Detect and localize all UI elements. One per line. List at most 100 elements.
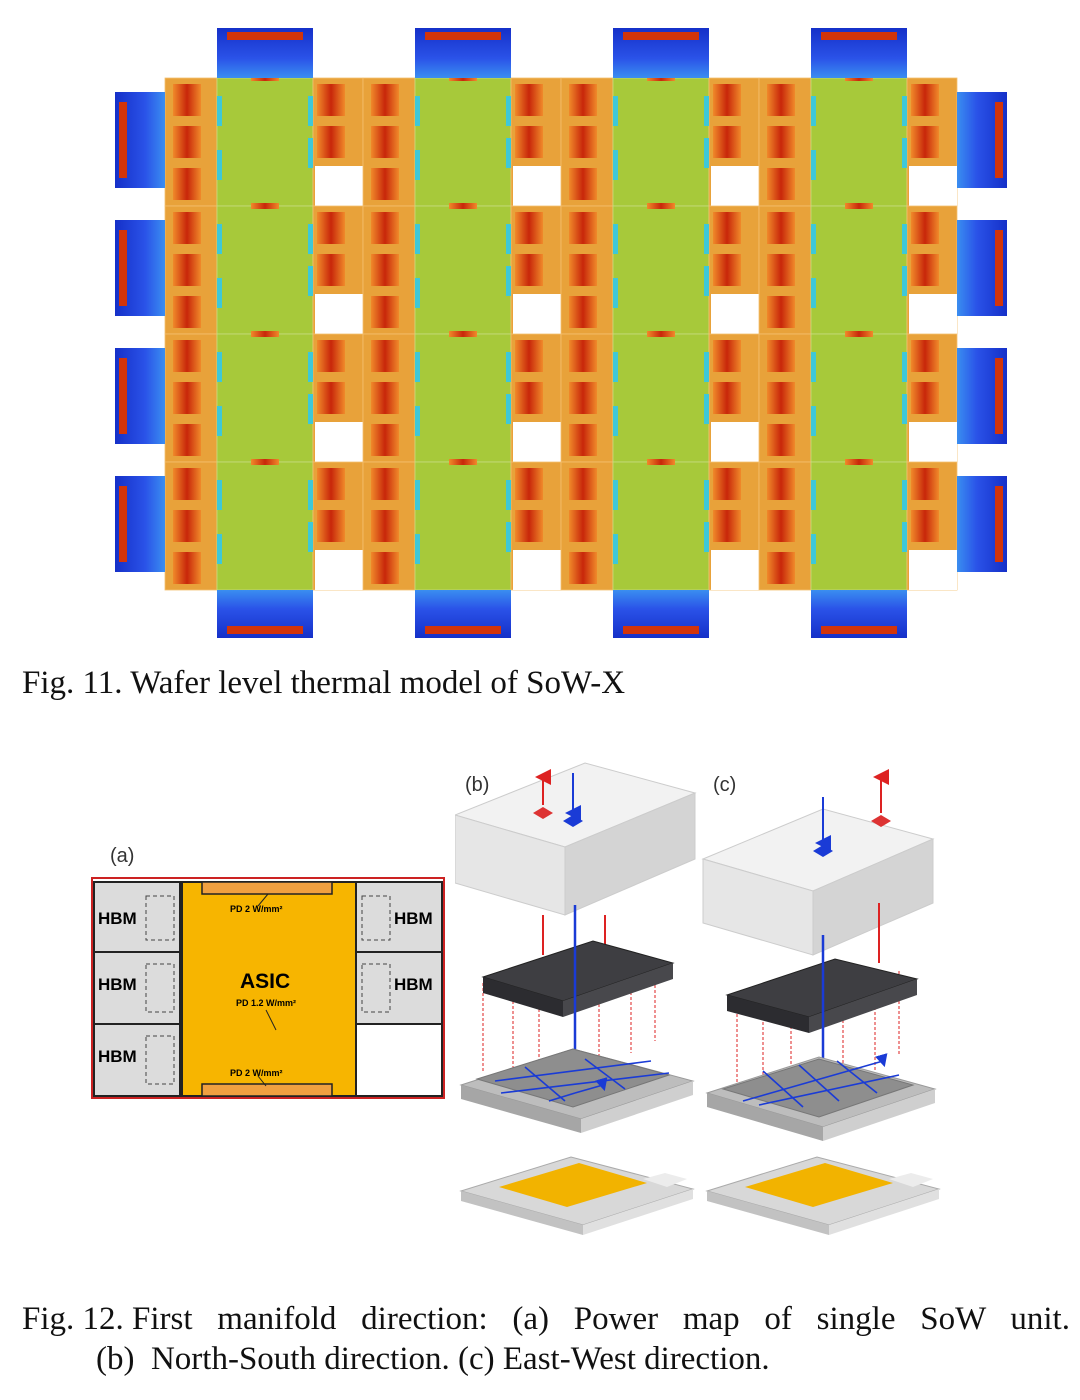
thermal-cell	[315, 166, 363, 206]
thermal-cell	[612, 333, 710, 463]
thermal-cell	[317, 510, 345, 542]
thermal-cell	[173, 168, 201, 200]
thermal-cell	[902, 96, 907, 126]
thermal-cell	[506, 394, 511, 424]
thermal-cell	[415, 352, 420, 382]
power-map-panel: (a) HBM HBM HBM PD 2 W/mm² ASIC PD 1.2 W…	[90, 840, 450, 1107]
thermal-cell	[704, 394, 709, 424]
thermal-cell	[767, 212, 795, 244]
thermal-cell	[173, 552, 201, 584]
thermal-cell	[811, 406, 816, 436]
thermal-cell	[569, 382, 597, 414]
panel-b-label: (b)	[465, 774, 489, 796]
thermal-cell	[371, 296, 399, 328]
thermal-cell	[506, 352, 511, 382]
thermal-cell	[119, 358, 127, 434]
figure-11-caption: Fig. 11. Wafer level thermal model of So…	[22, 665, 626, 701]
thermal-cell	[613, 96, 618, 126]
thermal-cell	[704, 352, 709, 382]
thermal-cell	[415, 278, 420, 308]
thermal-cell	[767, 296, 795, 328]
thermal-cell	[902, 522, 907, 552]
thermal-cell	[227, 32, 303, 40]
asic-block	[181, 881, 357, 1097]
thermal-cell	[251, 459, 279, 465]
thermal-cell	[506, 224, 511, 254]
thermal-cell	[811, 278, 816, 308]
thermal-cell	[704, 480, 709, 510]
thermal-cell	[647, 459, 675, 465]
thermal-cell	[911, 382, 939, 414]
thermal-cell	[317, 212, 345, 244]
thermal-cell	[414, 77, 512, 207]
thermal-cell	[251, 331, 279, 337]
thermal-cell	[647, 203, 675, 209]
thermal-cell	[767, 126, 795, 158]
thermal-cell	[569, 468, 597, 500]
thermal-cell	[569, 84, 597, 116]
hbm-right-column: HBM HBM	[355, 881, 443, 1097]
thermal-cell	[569, 126, 597, 158]
thermal-cell	[308, 138, 313, 168]
thermal-cell	[811, 534, 816, 564]
thermal-cell	[515, 84, 543, 116]
thermal-cell	[995, 486, 1003, 562]
thermal-cell	[767, 424, 795, 456]
thermal-cell	[845, 203, 873, 209]
thermal-cell	[811, 480, 816, 510]
hbm-label: HBM	[394, 975, 433, 994]
thermal-cell	[704, 96, 709, 126]
thermal-cell	[810, 77, 908, 207]
thermal-cell	[216, 205, 314, 335]
manifold-exploded-views: (b)	[455, 762, 941, 1235]
figure-12-caption-line2: (b) North-South direction. (c) East-West…	[96, 1341, 770, 1377]
thermal-cell	[909, 422, 957, 462]
thermal-cell	[845, 331, 873, 337]
pd-center-label: PD 1.2 W/mm²	[236, 998, 296, 1008]
thermal-cell	[415, 150, 420, 180]
thermal-cell	[506, 138, 511, 168]
thermal-cell	[308, 266, 313, 296]
thermal-cell	[612, 205, 710, 335]
thermal-cell	[371, 254, 399, 286]
wafer-thermal-map	[115, 28, 1007, 638]
thermal-cell	[371, 382, 399, 414]
thermal-cell	[902, 394, 907, 424]
thermal-cell	[216, 333, 314, 463]
thermal-cell	[911, 254, 939, 286]
thermal-cell	[308, 394, 313, 424]
thermal-cell	[704, 522, 709, 552]
thermal-cell	[811, 96, 816, 126]
thermal-cell	[317, 126, 345, 158]
thermal-cell	[315, 550, 363, 590]
thermal-cell	[308, 522, 313, 552]
thermal-cell	[767, 84, 795, 116]
thermal-cell	[623, 32, 699, 40]
thermal-cell	[911, 340, 939, 372]
thermal-cell	[713, 510, 741, 542]
thermal-cell	[415, 224, 420, 254]
thermal-cell	[569, 340, 597, 372]
thermal-cell	[711, 294, 759, 334]
thermal-cell	[911, 510, 939, 542]
hbm-label: HBM	[98, 909, 137, 928]
thermal-cell	[569, 424, 597, 456]
thermal-cell	[217, 224, 222, 254]
thermal-cell	[711, 422, 759, 462]
thermal-cell	[613, 534, 618, 564]
thermal-cell	[613, 480, 618, 510]
thermal-cell	[513, 422, 561, 462]
thermal-cell	[173, 340, 201, 372]
thermal-cell	[173, 84, 201, 116]
thermal-cell	[119, 102, 127, 178]
thermal-cell	[911, 84, 939, 116]
thermal-cell	[821, 626, 897, 634]
thermal-cell	[506, 480, 511, 510]
thermal-cell	[515, 126, 543, 158]
thermal-cell	[711, 550, 759, 590]
thermal-cell	[317, 84, 345, 116]
hbm-left-column: HBM HBM HBM	[93, 881, 181, 1097]
thermal-cell	[173, 126, 201, 158]
thermal-cell	[315, 422, 363, 462]
thermal-cell	[613, 352, 618, 382]
